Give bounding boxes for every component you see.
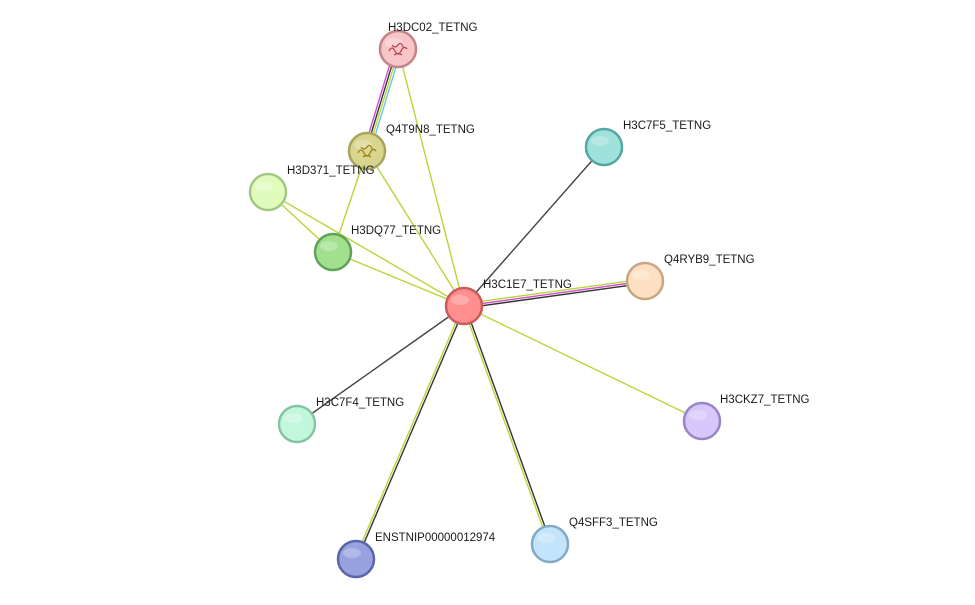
edge-strand xyxy=(332,251,465,307)
node-label: Q4RYB9_TETNG xyxy=(664,254,755,266)
node-circle[interactable] xyxy=(248,172,288,212)
node-highlight xyxy=(255,181,273,191)
node-highlight xyxy=(343,548,361,558)
protein-structure-icon xyxy=(357,144,377,158)
edge-strand xyxy=(463,278,645,305)
edges-layer xyxy=(267,47,703,560)
node-highlight xyxy=(451,295,469,305)
edge-h3d371_tetng-h3c1e7_tetng[interactable] xyxy=(267,191,465,307)
node-circle[interactable] xyxy=(347,131,387,171)
node-label: H3CKZ7_TETNG xyxy=(720,394,810,406)
node-highlight xyxy=(689,410,707,420)
node-label: Q4SFF3_TETNG xyxy=(569,517,658,529)
node-circle[interactable] xyxy=(682,401,722,441)
protein-structure-icon xyxy=(388,42,408,56)
node-h3dc02_tetng[interactable]: H3DC02_TETNG xyxy=(378,22,478,69)
node-q4t9n8_tetng[interactable]: Q4T9N8_TETNG xyxy=(347,124,475,171)
edge-strand xyxy=(366,150,465,307)
node-h3ckz7_tetng[interactable]: H3CKZ7_TETNG xyxy=(682,394,810,441)
edge-q4ryb9_tetng-h3c1e7_tetng[interactable] xyxy=(463,278,646,309)
node-highlight xyxy=(385,38,403,48)
edge-strand xyxy=(354,305,464,559)
node-circle[interactable] xyxy=(625,261,665,301)
edge-h3dc02_tetng-h3c1e7_tetng[interactable] xyxy=(397,48,465,307)
node-h3c7f4_tetng[interactable]: H3C7F4_TETNG xyxy=(277,397,404,444)
edge-q4sff3_tetng-h3c1e7_tetng[interactable] xyxy=(462,305,552,545)
edge-strand xyxy=(397,48,465,307)
node-label: H3C7F5_TETNG xyxy=(623,120,711,132)
node-circle[interactable] xyxy=(444,286,484,326)
node-highlight xyxy=(591,136,609,146)
edge-strand xyxy=(296,305,465,425)
edge-strand xyxy=(464,305,552,544)
node-label: H3DC02_TETNG xyxy=(388,22,478,34)
edge-q4t9n8_tetng-h3c1e7_tetng[interactable] xyxy=(366,150,465,307)
edge-h3ckz7_tetng-h3c1e7_tetng[interactable] xyxy=(463,305,703,422)
node-enstnip00000012974[interactable]: ENSTNIP00000012974 xyxy=(336,532,496,579)
nodes-layer: H3C1E7_TETNG H3DC02_TETNG Q4T9N8_TETNG H3D3… xyxy=(248,22,810,579)
edge-h3dq77_tetng-h3c1e7_tetng[interactable] xyxy=(332,251,465,307)
node-h3c1e7_tetng[interactable]: H3C1E7_TETNG xyxy=(444,279,572,326)
node-h3c7f5_tetng[interactable]: H3C7F5_TETNG xyxy=(584,120,711,167)
node-circle[interactable] xyxy=(277,404,317,444)
node-label: ENSTNIP00000012974 xyxy=(375,532,496,544)
node-label: Q4T9N8_TETNG xyxy=(386,124,475,136)
edge-strand xyxy=(462,306,550,545)
edge-strand xyxy=(463,146,605,307)
node-highlight xyxy=(354,140,372,150)
edge-h3c7f5_tetng-h3c1e7_tetng[interactable] xyxy=(463,146,605,307)
edge-strand xyxy=(356,306,466,560)
node-highlight xyxy=(284,413,302,423)
edge-enstnip00000012974-h3c1e7_tetng[interactable] xyxy=(354,305,466,560)
node-highlight xyxy=(632,270,650,280)
node-label: H3C1E7_TETNG xyxy=(483,279,572,291)
node-h3d371_tetng[interactable]: H3D371_TETNG xyxy=(248,165,375,212)
node-q4ryb9_tetng[interactable]: Q4RYB9_TETNG xyxy=(625,254,755,301)
node-circle[interactable] xyxy=(530,524,570,564)
edge-strand xyxy=(463,280,646,307)
node-h3dq77_tetng[interactable]: H3DQ77_TETNG xyxy=(313,225,441,272)
node-label: H3DQ77_TETNG xyxy=(351,225,441,237)
node-circle[interactable] xyxy=(584,127,624,167)
edge-h3c7f4_tetng-h3c1e7_tetng[interactable] xyxy=(296,305,465,425)
node-circle[interactable] xyxy=(313,232,353,272)
node-label: H3C7F4_TETNG xyxy=(316,397,404,409)
edge-strand xyxy=(267,191,465,307)
node-highlight xyxy=(320,241,338,251)
edge-strand xyxy=(464,282,646,309)
edge-strand xyxy=(463,305,703,422)
node-highlight xyxy=(537,533,555,543)
node-circle[interactable] xyxy=(336,539,376,579)
node-circle[interactable] xyxy=(378,29,418,69)
node-label: H3D371_TETNG xyxy=(287,165,375,177)
node-q4sff3_tetng[interactable]: Q4SFF3_TETNG xyxy=(530,517,658,564)
